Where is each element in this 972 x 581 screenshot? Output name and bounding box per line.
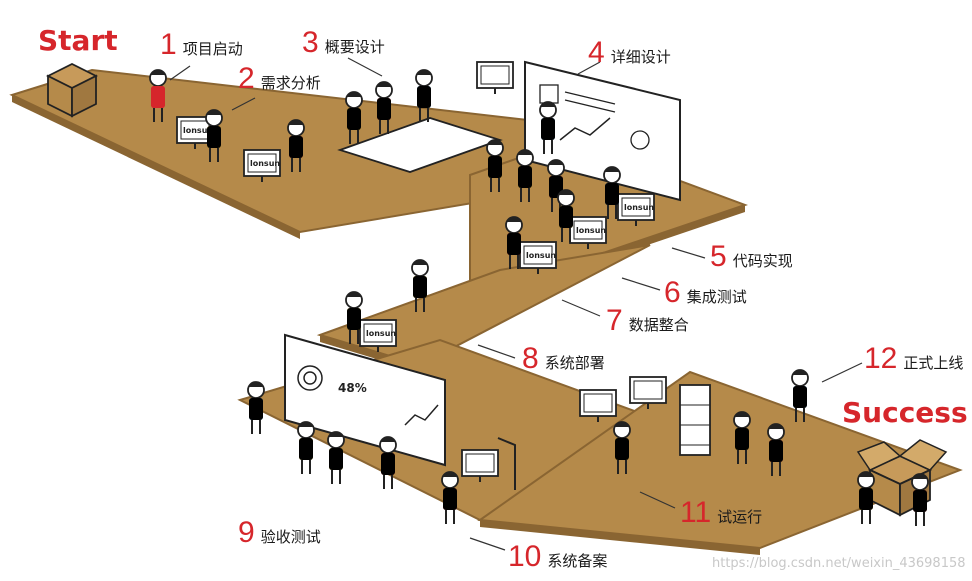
step-8-text: 系统部署: [544, 354, 605, 372]
monitor-brand: lonsun: [366, 329, 396, 338]
step-10-number: 10: [508, 540, 542, 573]
person: [791, 368, 809, 423]
step-1: 1 项目启动: [160, 30, 243, 60]
monitor-10: [476, 61, 514, 95]
desk-lamp-icon: [497, 437, 516, 490]
step-2-text: 需求分析: [260, 74, 321, 92]
person: [411, 258, 429, 313]
person: [857, 470, 875, 525]
step-8-number: 8: [522, 342, 539, 375]
person: [557, 188, 575, 243]
start-title: Start: [38, 24, 118, 57]
step-1-number: 1: [160, 28, 177, 61]
step-12: 12 正式上线: [864, 344, 963, 374]
person: [327, 430, 345, 485]
monitor-brand: lonsun: [250, 159, 280, 168]
leader-lines: [169, 57, 863, 551]
step-6-text: 集成测试: [686, 288, 747, 306]
step-9-text: 验收测试: [260, 528, 321, 546]
step-9-number: 9: [238, 516, 255, 549]
step-12-text: 正式上线: [903, 354, 964, 372]
step-7-number: 7: [606, 304, 623, 337]
floor-segment-5-edge: [480, 520, 760, 555]
bookshelf: [679, 384, 711, 456]
success-title: Success: [842, 396, 968, 429]
step-2: 2 需求分析: [238, 64, 321, 94]
step-11: 11 试运行: [680, 498, 762, 528]
monitor-brand: lonsun: [526, 251, 556, 260]
monitor-brand: lonsun: [183, 126, 213, 135]
person: [911, 472, 929, 527]
person: [733, 410, 751, 465]
person: [205, 108, 223, 163]
monitor-1: lonsun: [176, 116, 214, 150]
person: [379, 435, 397, 490]
step-11-number: 11: [680, 496, 712, 529]
design-table: [337, 117, 503, 173]
person: [149, 68, 167, 123]
step-12-number: 12: [864, 342, 898, 375]
start-box-icon: [45, 62, 99, 118]
step-10: 10 系统备案: [508, 542, 607, 572]
step-5-number: 5: [710, 240, 727, 273]
step-7-text: 数据整合: [628, 316, 689, 334]
person: [505, 215, 523, 270]
person: [287, 118, 305, 173]
person: [345, 90, 363, 145]
step-3-number: 3: [302, 26, 319, 59]
step-6-number: 6: [664, 276, 681, 309]
step-10-text: 系统备案: [547, 552, 608, 570]
watermark: https://blog.csdn.net/weixin_43698158: [712, 556, 966, 571]
monitor-5: lonsun: [519, 241, 557, 275]
acceptance-whiteboard: 48%: [284, 333, 446, 467]
step-7: 7 数据整合: [606, 306, 689, 336]
step-4-number: 4: [588, 36, 605, 69]
monitor-2: lonsun: [243, 149, 281, 183]
monitor-4: lonsun: [569, 216, 607, 250]
monitor-6: lonsun: [359, 319, 397, 353]
person: [486, 138, 504, 193]
person: [539, 100, 557, 155]
step-11-text: 试运行: [717, 508, 763, 526]
step-9: 9 验收测试: [238, 518, 321, 548]
person: [375, 80, 393, 135]
step-5: 5 代码实现: [710, 242, 793, 272]
step-1-text: 项目启动: [182, 40, 243, 58]
floor-segment-1-edge: [12, 95, 300, 239]
person: [297, 420, 315, 475]
person: [516, 148, 534, 203]
step-5-text: 代码实现: [732, 252, 793, 270]
step-3-text: 概要设计: [324, 38, 385, 56]
person: [441, 470, 459, 525]
step-4: 4 详细设计: [588, 38, 671, 68]
step-4-text: 详细设计: [610, 48, 671, 66]
step-8: 8 系统部署: [522, 344, 605, 374]
person: [415, 68, 433, 123]
monitor-brand: lonsun: [576, 226, 606, 235]
poster-percent: 48%: [338, 381, 367, 395]
person: [603, 165, 621, 220]
step-2-number: 2: [238, 62, 255, 95]
person: [345, 290, 363, 345]
person: [247, 380, 265, 435]
person: [613, 420, 631, 475]
step-6: 6 集成测试: [664, 278, 747, 308]
person: [767, 422, 785, 477]
step-3: 3 概要设计: [302, 28, 385, 58]
monitor-3: lonsun: [617, 193, 655, 227]
monitor-brand: lonsun: [624, 203, 654, 212]
